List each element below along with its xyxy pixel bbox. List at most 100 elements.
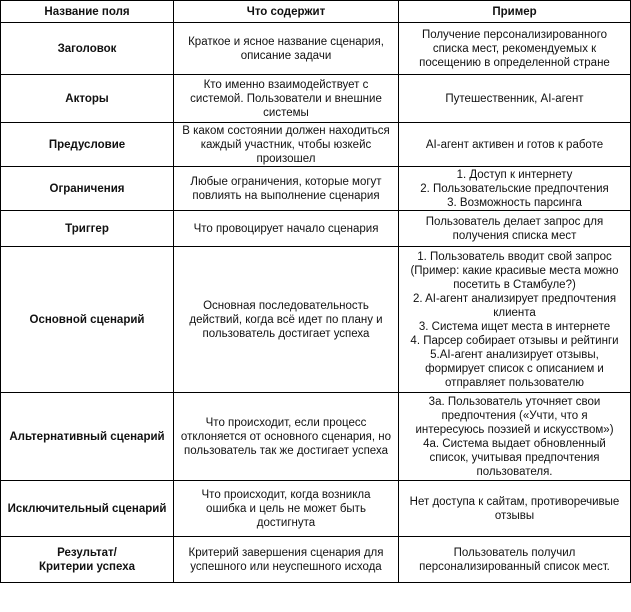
table-row: Ограничения Любые ограничения, которые мо… [0, 166, 631, 211]
field-example-cell: Путешественник, AI-агент [398, 74, 631, 123]
cell-text-line: Акторы [65, 92, 109, 105]
cell-text-line: пользователь так же достигает успеха [184, 444, 388, 457]
cell-text-line: 3. Система ищет места в интернете [418, 320, 611, 333]
cell-text-line: Триггер [65, 222, 109, 235]
cell-text-line: AI-агент активен и готов к работе [425, 138, 604, 151]
field-example-cell: AI-агент активен и готов к работе [398, 122, 631, 167]
cell-text-line: клиента [493, 306, 536, 319]
field-name-cell: Альтернативный сценарий [0, 392, 174, 481]
cell-text-line: пользователя. [476, 465, 553, 478]
cell-text-line: Пользователь делает запрос для [425, 215, 604, 228]
field-name-cell: Акторы [0, 74, 174, 123]
cell-text-line: произошел [256, 152, 316, 165]
cell-text-line: 2. Пользовательские предпочтения [420, 182, 609, 195]
field-name-cell: Основной сценарий [0, 246, 174, 393]
cell-text-line: отклоняется от основного сценария, но [180, 430, 392, 443]
cell-text-line: каждый участник, чтобы юзкейс [200, 138, 372, 151]
cell-text-line: посетить в Стамбуле?) [453, 278, 576, 291]
cell-text-line: Результат/ [57, 546, 117, 559]
cell-text-line: списка мест, рекомендуемых к [432, 42, 597, 55]
table-row: Основной сценарий Основная последовательн… [0, 246, 631, 393]
cell-text-line: Основная последовательность [203, 299, 369, 312]
header-field-name: Название поля [0, 0, 174, 23]
cell-text-line: список, учитывая предпочтения [429, 451, 600, 464]
cell-text-line: отзывы [494, 509, 535, 522]
cell-text-line: Критерий завершения сценария для [188, 546, 384, 559]
field-name-cell: Исключительный сценарий [0, 480, 174, 537]
cell-text-line: Кто именно взаимодействует с [203, 78, 369, 91]
cell-text-line: достигнута [256, 516, 316, 529]
cell-text-line: предпочтения («Учти, что я [441, 409, 588, 422]
table-row: Исключительный сценарий Что происходит, к… [0, 480, 631, 537]
cell-text-line: Заголовок [57, 42, 117, 55]
cell-text-line: посещению в определенной стране [419, 56, 610, 69]
table-row: Триггер Что провоцирует начало сценария По… [0, 210, 631, 247]
cell-text-line: Любые ограничения, которые могут [190, 175, 382, 188]
cell-text-line: 4а. Система выдает обновленный [423, 437, 606, 450]
cell-text-line: успешного или неуспешного исхода [190, 560, 382, 573]
cell-text-line: интересуюсь поэзией и искусством») [415, 423, 614, 436]
cell-text-line: 5.AI-агент анализирует отзывы, [430, 348, 599, 361]
cell-text-line: Исключительный сценарий [7, 502, 167, 515]
field-name-cell: Заголовок [0, 22, 174, 75]
cell-text-line: описание задачи [240, 49, 332, 62]
table-row: Альтернативный сценарий Что происходит, е… [0, 392, 631, 481]
header-contents: Что содержит [173, 0, 399, 23]
cell-text-line: 1. Пользователь вводит свой запрос [417, 250, 612, 263]
cell-text-line: 3а. Пользователь уточняет свои [428, 395, 601, 408]
header-example: Пример [398, 0, 631, 23]
cell-text-line: Краткое и ясное название сценария, [188, 35, 384, 48]
cell-text-line: Что провоцирует начало сценария [193, 222, 379, 235]
cell-text-line: Ограничения [49, 182, 125, 195]
cell-text-line: Основной сценарий [29, 313, 145, 326]
cell-text-line: формирует список с описанием и [425, 362, 604, 375]
cell-text-line: Что происходит, если процесс [205, 416, 367, 429]
cell-text-line: В каком состоянии должен находиться [182, 124, 390, 137]
header-row: Название поля Что содержит Пример [0, 0, 631, 23]
cell-text-line: 2. AI-агент анализирует предпочтения [412, 292, 617, 305]
field-name-cell: Триггер [0, 210, 174, 247]
cell-text-line: 3. Возможность парсинга [447, 196, 582, 209]
cell-text-line: повлиять на выполнение сценария [192, 189, 380, 202]
cell-text-line: системой. Пользователи и внешние [190, 92, 382, 105]
cell-text-line: Предусловие [48, 138, 126, 151]
cell-text-line: (Пример: какие красивые места можно [410, 264, 619, 277]
table-row: Заголовок Краткое и ясное название сценар… [0, 22, 631, 75]
cell-text-line: Что происходит, когда возникла [201, 488, 371, 501]
field-example-cell: 1. Пользователь вводит свой запрос(Приме… [398, 246, 631, 393]
cell-text-line: действий, когда всё идет по плану и [189, 313, 383, 326]
cell-text-line: персонализированный список мест. [419, 560, 610, 573]
cell-text-line: Получение персонализированного [421, 28, 608, 41]
field-name-cell: Ограничения [0, 166, 174, 211]
field-name-cell: Предусловие [0, 122, 174, 167]
field-content-cell: Что провоцирует начало сценария [173, 210, 399, 247]
cell-text-line: пользователь достигает успеха [202, 327, 370, 340]
table-row: Предусловие В каком состоянии должен нахо… [0, 122, 631, 167]
cell-text-line: Критерии успеха [39, 560, 135, 573]
field-name-cell: Результат/Критерии успеха [0, 536, 174, 583]
field-content-cell: Краткое и ясное название сценария,описан… [173, 22, 399, 75]
cell-text-line: отправляет пользователю [445, 376, 584, 389]
cell-text-line: получения списка мест [452, 229, 577, 242]
cell-text-line: 4. Парсер собирает отзывы и рейтинги [410, 334, 619, 347]
cell-text-line: системы [263, 106, 309, 119]
cell-text-line: Пользователь получил [453, 546, 576, 559]
cell-text-line: Альтернативный сценарий [9, 430, 165, 443]
cell-text-line: Нет доступа к сайтам, противоречивые [409, 495, 620, 508]
use-case-table: Название поля Что содержит Пример Заголо… [0, 0, 631, 583]
